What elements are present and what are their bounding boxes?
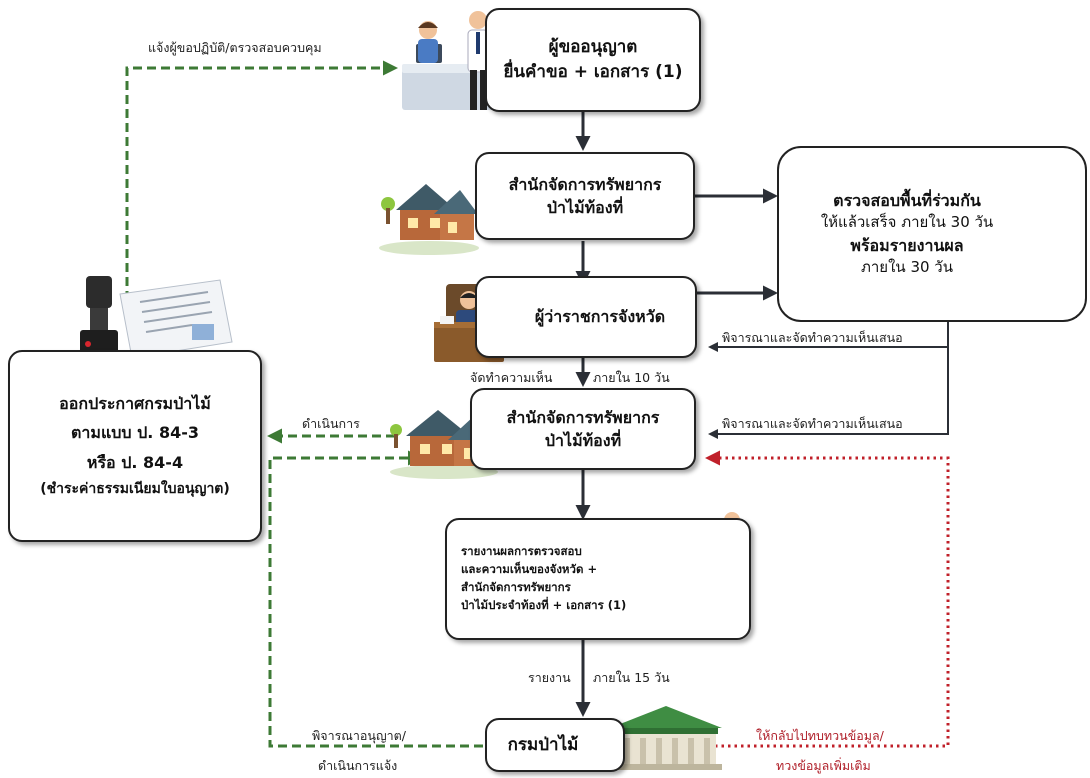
label-report-right: ภายใน 15 วัน (593, 670, 670, 685)
arrow-inspection-to-office2 (708, 347, 949, 439)
announcement-line3: หรือ ป. 84-4 (86, 452, 184, 472)
arrow-approve-notify (268, 450, 483, 748)
label-notify-applicant: แจ้งผู้ขอปฏิบัติ/ตรวจสอบควบคุม (146, 38, 324, 58)
reception-desk-icon (402, 11, 502, 110)
royal-forest-department-building-icon (610, 706, 722, 770)
report-line1: รายงานผลการตรวจสอบ (461, 544, 582, 559)
applicant-box: ผู้ขออนุญาต ยื่นคำขอ + เอกสาร (1) (485, 8, 701, 112)
announcement-box: ออกประกาศกรมป่าไม้ ตามแบบ ป. 84-3 หรือ ป… (8, 350, 262, 542)
arrow-notify-applicant (125, 60, 398, 300)
inspection-report-title: พร้อมรายงานผล (850, 236, 964, 255)
joint-inspection-box: ตรวจสอบพื้นที่ร่วมกัน ให้แล้วเสร็จ ภายใน… (777, 146, 1087, 322)
inspection-report-deadline: ภายใน 30 วัน (861, 258, 953, 277)
label-report-left: รายงาน (528, 670, 571, 685)
announcement-line4: (ชำระค่าธรรมเนียมใบอนุญาต) (40, 481, 230, 498)
label-approve-line1: พิจารณาอนุญาต/ (312, 728, 406, 743)
report-line2: และความเห็นของจังหวัด + (461, 562, 598, 577)
applicant-subtitle: ยื่นคำขอ + เอกสาร (1) (503, 62, 683, 82)
royal-forest-department-box: กรมป่าไม้ (485, 718, 625, 772)
forest-office-2-line2: ป่าไม้ท้องที่ (544, 431, 622, 450)
label-return-line1: ให้กลับไปทบทวนข้อมูล/ (756, 728, 884, 743)
label-opinion-right: ภายใน 10 วัน (593, 370, 670, 385)
label-approve-line2: ดำเนินการแจ้ง (318, 758, 398, 773)
label-proceed: ดำเนินการ (300, 414, 362, 434)
forest-office-box: สำนักจัดการทรัพยากร ป่าไม้ท้องที่ (475, 152, 695, 240)
label-opinion-left: จัดทำความเห็น (470, 370, 553, 385)
governor-label: ผู้ว่าราชการจังหวัด (534, 307, 666, 327)
report-line3: สำนักจัดการทรัพยากร (461, 580, 571, 594)
label-consider-opinion-1: พิจารณาและจัดทำความเห็นเสนอ (722, 330, 903, 345)
label-consider-opinion-2: พิจารณาและจัดทำความเห็นเสนอ (722, 416, 903, 431)
forest-office-box-2: สำนักจัดการทรัพยากร ป่าไม้ท้องที่ (470, 388, 696, 470)
report-box: รายงานผลการตรวจสอบ และความเห็นของจังหวัด… (445, 518, 751, 640)
inspection-title: ตรวจสอบพื้นที่ร่วมกัน (833, 191, 981, 211)
royal-forest-department-label: กรมป่าไม้ (507, 734, 579, 755)
report-line4: ป่าไม้ประจำท้องที่ + เอกสาร (1) (461, 597, 627, 612)
arrow-return-review (676, 450, 950, 748)
label-return-line2: ทวงข้อมูลเพิ่มเติม (776, 758, 871, 773)
forest-office-building-icon (379, 184, 479, 255)
forest-office-line2: ป่าไม้ท้องที่ (546, 198, 624, 217)
forest-office-line1: สำนักจัดการทรัพยากร (508, 174, 662, 194)
announcement-line1: ออกประกาศกรมป่าไม้ (59, 393, 211, 413)
governor-box: ผู้ว่าราชการจังหวัด (475, 276, 697, 358)
announcement-line2: ตามแบบ ป. 84-3 (71, 423, 199, 443)
forest-office-building-icon-2 (390, 410, 498, 479)
inspection-deadline: ให้แล้วเสร็จ ภายใน 30 วัน (820, 213, 994, 232)
applicant-title: ผู้ขออนุญาต (548, 37, 638, 58)
forest-office-2-line1: สำนักจัดการทรัพยากร (506, 407, 660, 427)
